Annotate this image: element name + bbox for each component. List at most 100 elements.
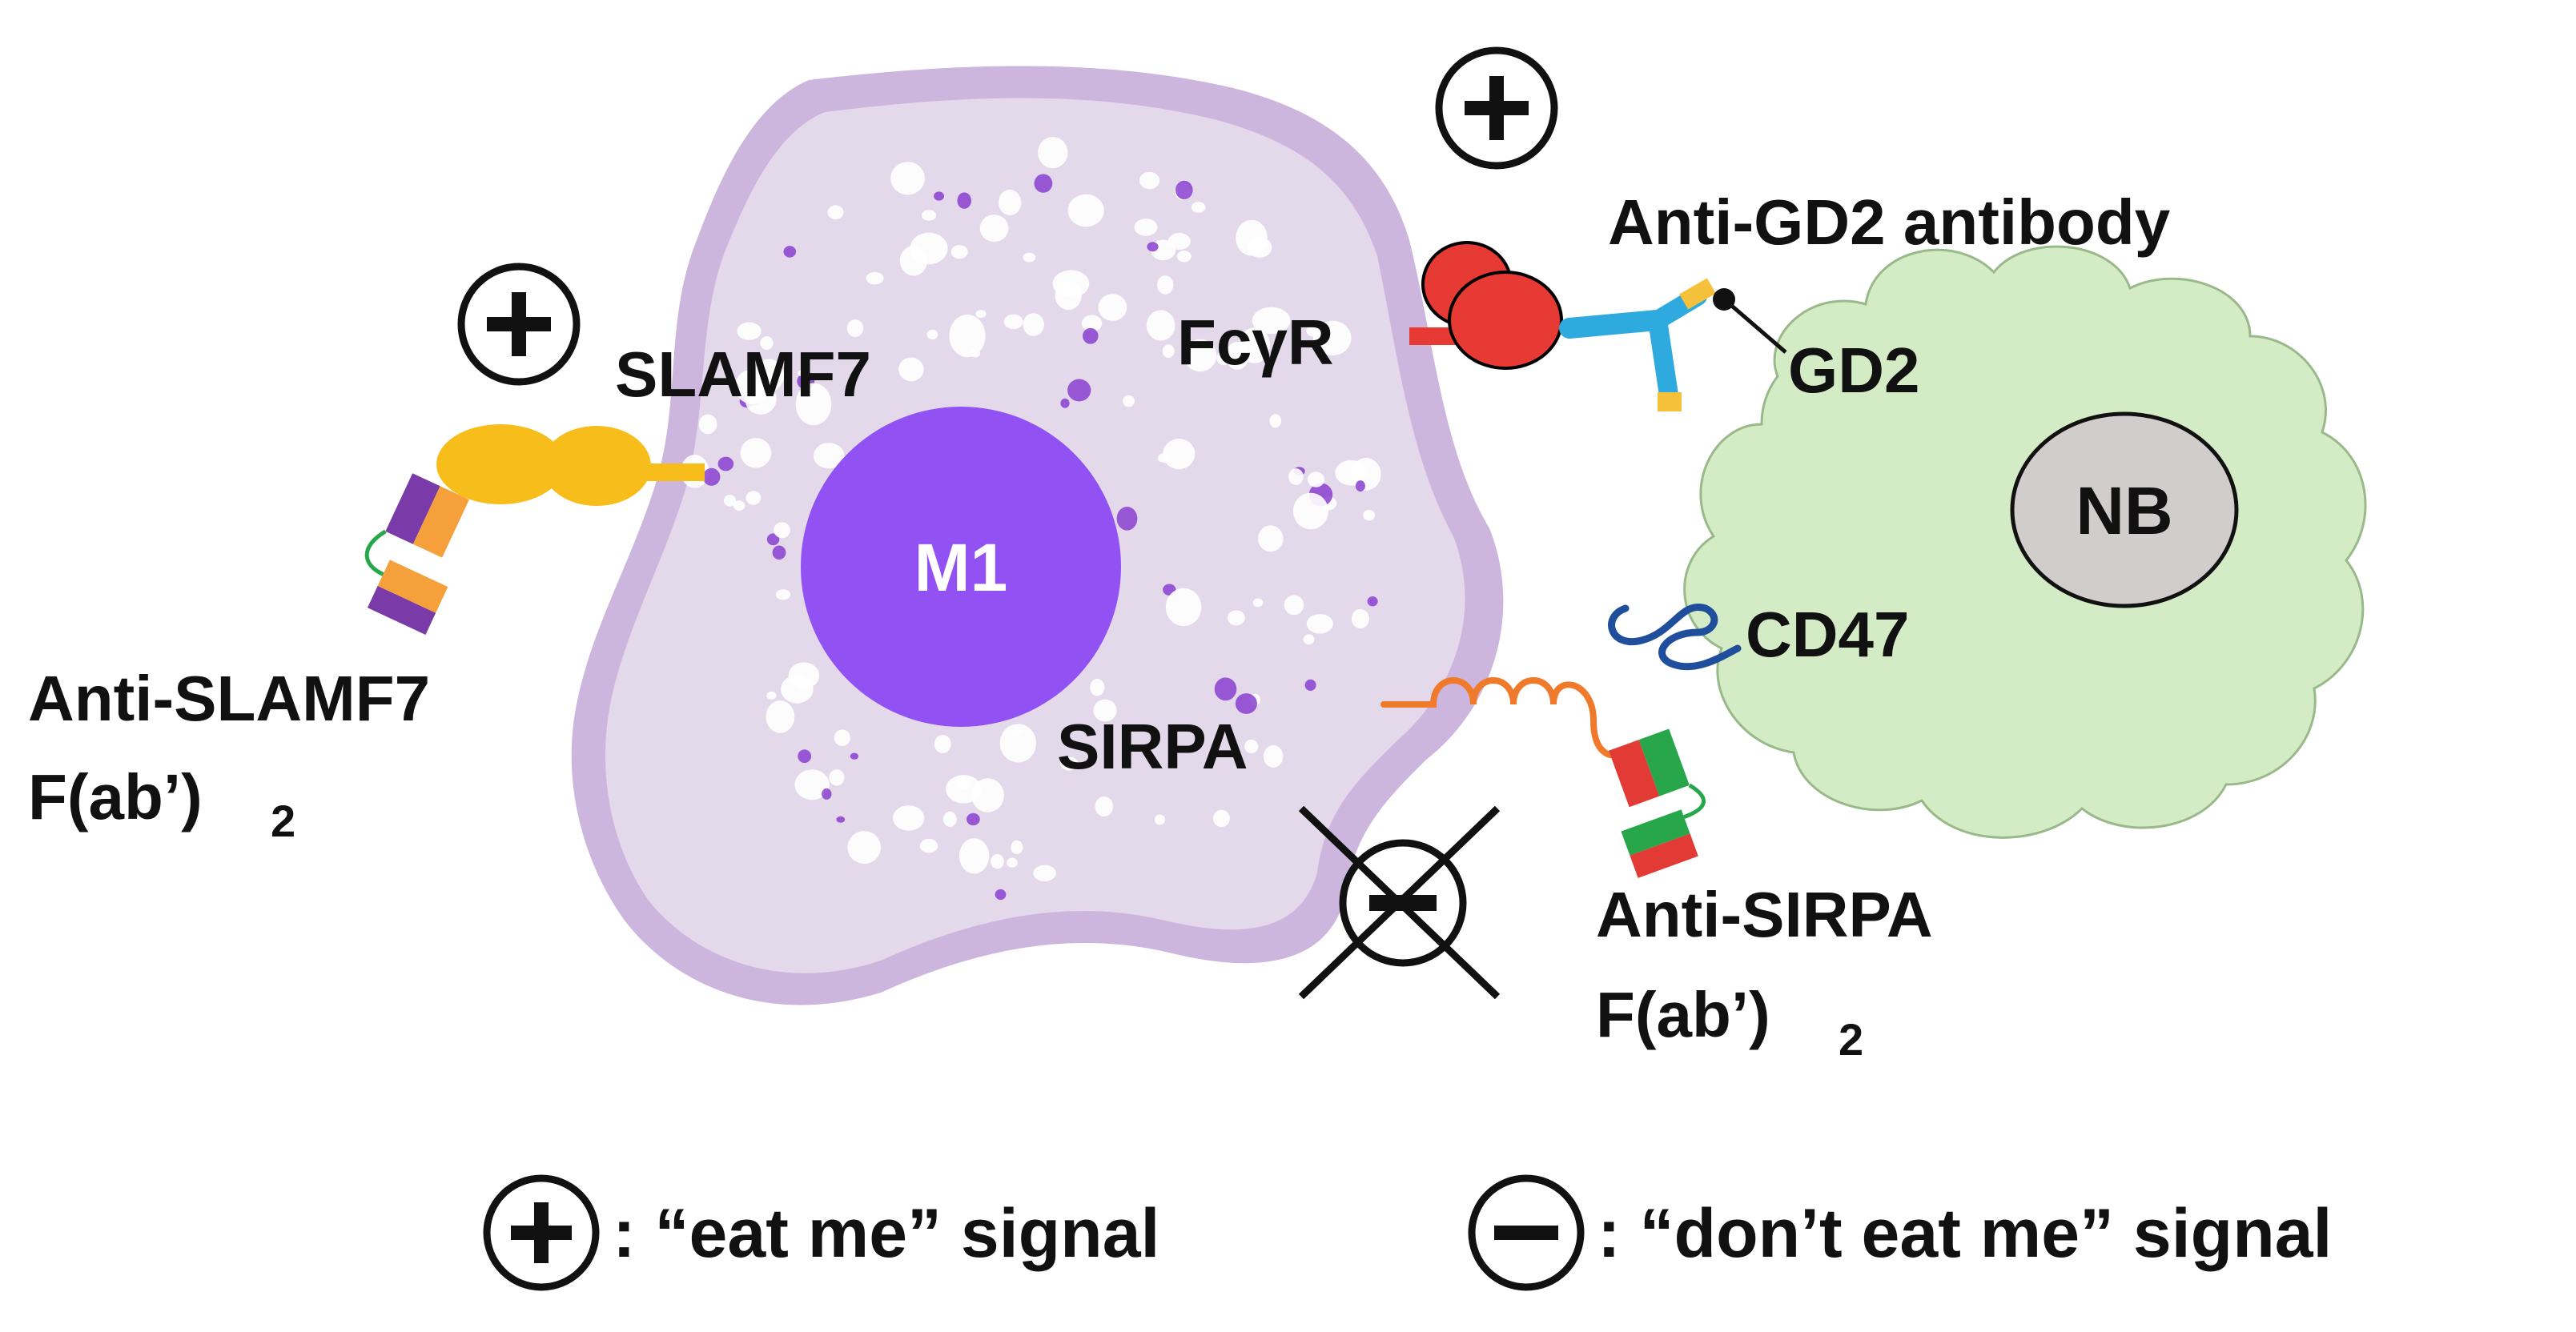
cd47-protein (1608, 603, 1742, 671)
vesicle (847, 831, 881, 865)
vesicle (926, 329, 938, 339)
vesicle (766, 691, 777, 700)
sirpa-label: SIRPA (1057, 711, 1248, 782)
vesicle (1351, 608, 1369, 629)
vesicle (1252, 598, 1264, 608)
vesicle (1134, 219, 1158, 236)
vesicle (998, 189, 1022, 216)
granule (1034, 174, 1053, 193)
vesicle (1093, 699, 1117, 722)
granule (717, 456, 734, 471)
vesicle (950, 245, 968, 259)
anti-gd2-antibody (1559, 278, 1716, 411)
granule (934, 191, 945, 201)
vesicle (1157, 275, 1174, 295)
vesicle (1163, 439, 1196, 470)
vesicle (1212, 809, 1230, 828)
granule (798, 749, 812, 764)
anti-slamf7-subscript: 2 (271, 796, 295, 846)
vesicle (1146, 310, 1175, 341)
vesicle (1312, 320, 1352, 356)
vesicle (1011, 840, 1023, 855)
gd2-antigen (1713, 288, 1787, 354)
vesicle (846, 319, 864, 338)
granule (1147, 242, 1159, 252)
anti-slamf7-fab (364, 473, 469, 635)
slamf7-receptor (436, 424, 705, 506)
vesicle (1306, 324, 1320, 337)
vesicle (1288, 468, 1304, 485)
vesicle (754, 359, 784, 392)
vesicle (827, 205, 844, 220)
vesicle (942, 811, 957, 827)
vesicle (934, 735, 951, 753)
vesicle (1363, 509, 1376, 521)
granule (1355, 480, 1365, 492)
fcgr-label: FcγR (1177, 307, 1334, 378)
nucleus-m1 (801, 407, 1121, 727)
vesicle (970, 349, 981, 358)
granule (772, 545, 786, 560)
granule (1175, 180, 1193, 200)
vesicle (1098, 294, 1127, 321)
vesicle (1227, 610, 1245, 626)
vesicle (1269, 414, 1282, 428)
vesicle (1095, 796, 1114, 816)
vesicle (1176, 251, 1192, 263)
vesicle (798, 369, 808, 377)
vesicle (949, 315, 986, 358)
vesicle (958, 838, 990, 874)
vesicle (1284, 595, 1304, 616)
vesicle (774, 522, 790, 539)
nb-label: NB (2076, 473, 2172, 548)
plus-signal-fcgr (1435, 46, 1558, 170)
granule (836, 816, 846, 823)
vesicle (1067, 194, 1104, 227)
granule (1235, 693, 1257, 714)
vesicle (829, 769, 845, 786)
vesicle (1038, 137, 1068, 169)
anti-gd2-label: Anti-GD2 antibody (1608, 187, 2171, 258)
fc-gamma-receptor (1409, 241, 1563, 370)
vesicle (1033, 865, 1056, 882)
vesicle (1165, 588, 1202, 627)
vesicle (1191, 202, 1206, 213)
vesicle (1155, 814, 1165, 825)
vesicle (893, 805, 925, 831)
anti-sirpa-fab-text: F(ab’) (1596, 979, 1770, 1050)
m1-label: M1 (914, 530, 1008, 605)
vesicle (1306, 614, 1333, 634)
granule (766, 533, 780, 546)
gd2-label: GD2 (1788, 335, 1920, 406)
vesicle (1023, 252, 1036, 263)
anti-sirpa-fab (1609, 728, 1706, 878)
granule (1116, 507, 1138, 531)
vesicle (1090, 678, 1105, 696)
vesicle (1157, 453, 1171, 463)
vesicle (979, 215, 1009, 243)
vesicle (1081, 315, 1103, 332)
vesicle (1123, 395, 1135, 407)
tumor-cell: NB (1683, 245, 2367, 839)
vesicle (1307, 471, 1325, 487)
anti-slamf7-label-line1: Anti-SLAMF7 (28, 663, 430, 734)
granule (1304, 679, 1316, 692)
vesicle (1184, 339, 1217, 372)
vesicle (1012, 726, 1023, 737)
macrophage-cell: M1 (571, 66, 1504, 1005)
fcgr-lobe-lower (1448, 271, 1563, 370)
vesicle (775, 589, 791, 600)
vesicle (919, 839, 938, 853)
legend-minus-text: : “don’t eat me” signal (1597, 1195, 2332, 1272)
granule (967, 812, 980, 826)
granule (1367, 596, 1378, 607)
vesicle (1023, 313, 1044, 336)
anti-sirpa-subscript: 2 (1839, 1014, 1863, 1065)
granule (702, 467, 721, 486)
legend-plus-text: : “eat me” signal (613, 1195, 1159, 1272)
vesicle (781, 675, 814, 704)
vesicle (760, 336, 774, 351)
vesicle (813, 443, 845, 469)
granule (957, 192, 971, 209)
